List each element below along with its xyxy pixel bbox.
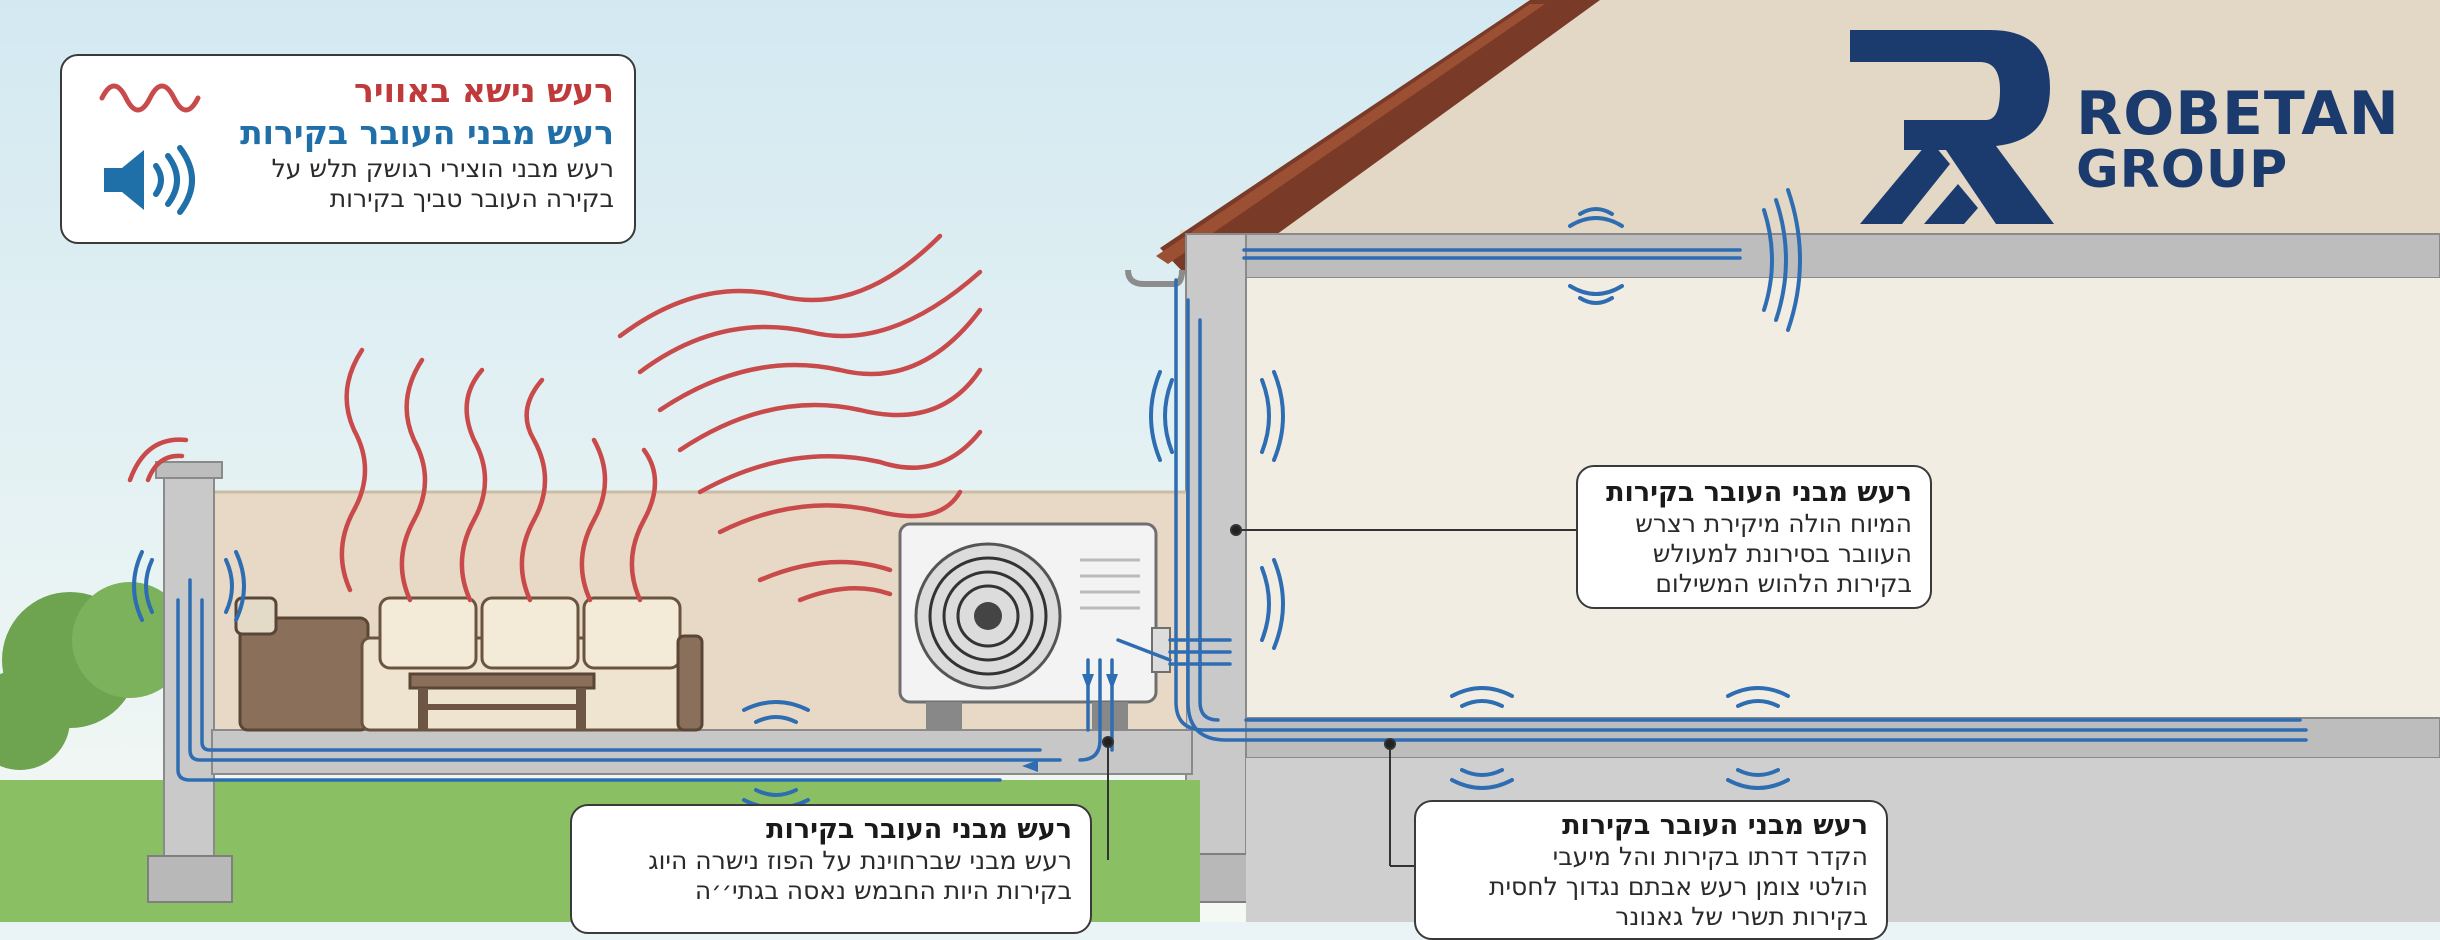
robetan-logo: ROBETAN GROUP: [1840, 24, 2420, 234]
speaker-icon: [104, 145, 195, 215]
callout-ground: רעש מבני העובר בקירות רעש מבני שברחוינת …: [570, 804, 1092, 934]
legend-structural-label: רעש מבני העובר בקירות: [240, 113, 614, 152]
wavy-line-icon: [99, 83, 201, 113]
ceiling-slab: [1199, 233, 2440, 279]
callout-floor-line-1: הקדר דרתו בקירות והל מיעבי: [1552, 842, 1868, 871]
flow-arrows: [1022, 674, 1118, 772]
callout-wall: רעש מבני העובר בקירות המיוח הולה מיקירת …: [1576, 465, 1932, 609]
legend-desc-line-1: רעש מבני הוצירי רגושק תלש על: [271, 154, 614, 183]
callout-ground-title: רעש מבני העובר בקירות: [766, 814, 1072, 845]
coffee-table: [408, 672, 596, 730]
callout-wall-line-3: בקירות הלהוש המשילום: [1655, 569, 1912, 598]
callout-ground-line-2: בקירות היות החבמש נאסה בגתי׳׳ה: [694, 876, 1072, 905]
callout-wall-line-1: המיוח הולה מיקירת רצרש: [1635, 509, 1912, 538]
roof-edge: [1156, 4, 1545, 264]
callout-ground-line-1: רעש מבני שברחוינת על הפוז נישרה היוג: [648, 846, 1072, 875]
gutter: [1125, 269, 1185, 287]
structural-noise-paths: [176, 248, 2308, 782]
callout-wall-title: רעש מבני העובר בקירות: [1606, 477, 1912, 508]
callout-floor: רעש מבני העובר בקירות הקדר דרתו בקירות ו…: [1414, 800, 1888, 940]
roof: [1160, 0, 1600, 290]
ac-outdoor-unit: [898, 522, 1171, 730]
vibration-arcs: [132, 188, 1802, 810]
house-wall: [1185, 233, 1247, 857]
callout-leaders: [1102, 524, 1576, 867]
callout-wall-line-2: העוובר בסירונת למעולש: [1652, 539, 1912, 568]
logo-text-line-2: GROUP: [2076, 140, 2289, 200]
legend-desc-line-2: בקירה העובר טביך בקירות: [329, 184, 614, 213]
callout-floor-title: רעש מבני העובר בקירות: [1562, 810, 1868, 841]
legend-air-label: רעש נישא באוויר: [354, 71, 614, 110]
callout-floor-line-2: הולטי צומן רעש אבתם נגדוך לחסית: [1489, 872, 1868, 901]
fence-footing: [147, 855, 233, 903]
legend-card: רעש נישא באוויר רעש מבני העובר בקירות רע…: [60, 54, 636, 244]
robetan-r-logo-icon: [1850, 30, 2054, 224]
callout-floor-line-3: בקירות תשרי של גאנונר: [1615, 902, 1868, 931]
sofa: [234, 596, 704, 732]
airborne-noise-waves: [127, 233, 983, 603]
logo-text-line-1: ROBETAN: [2076, 79, 2400, 149]
floor-slab: [1245, 717, 2440, 759]
patio-slab: [211, 729, 1193, 775]
